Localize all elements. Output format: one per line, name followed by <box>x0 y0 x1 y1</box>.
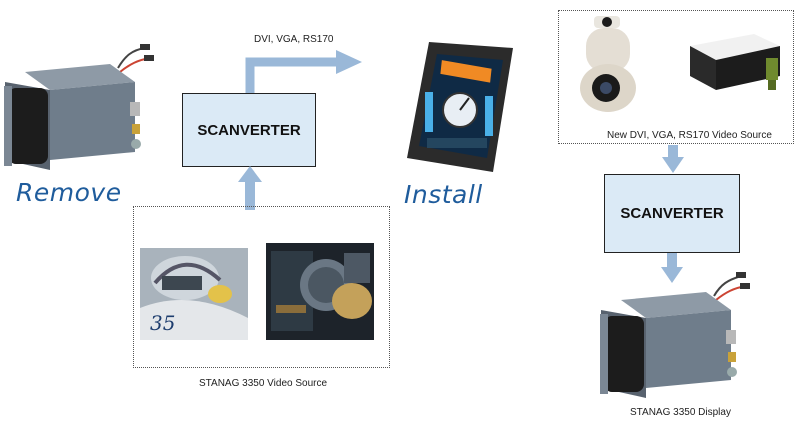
svg-text:35: 35 <box>150 311 175 335</box>
scanverter-to-display-arrow <box>661 253 683 283</box>
scanverter-box-left: SCANVERTER <box>182 93 316 167</box>
remove-label: Remove <box>16 178 122 207</box>
stanag-display-caption: STANAG 3350 Display <box>630 407 731 418</box>
stanag-source-group <box>133 206 390 368</box>
cockpit-equipment-photo <box>266 243 374 340</box>
input-arrow <box>238 166 262 210</box>
install-label: Install <box>404 180 483 209</box>
new-source-to-scanverter-arrow <box>662 145 684 173</box>
new-source-caption: New DVI, VGA, RS170 Video Source <box>607 130 772 141</box>
video-encoder-box-photo <box>690 34 780 90</box>
new-display-tablet-image <box>407 42 513 172</box>
outputs-caption: DVI, VGA, RS170 <box>254 34 334 45</box>
gimbal-camera-photo <box>580 16 636 112</box>
scanverter-box-right: SCANVERTER <box>604 174 740 253</box>
stanag-display-old-image <box>4 44 154 170</box>
new-source-group <box>558 10 794 144</box>
stanag-display-image <box>600 272 750 398</box>
aircraft-cockpit-photo: 35 <box>140 248 248 340</box>
output-arrow <box>245 50 362 98</box>
stanag-source-caption: STANAG 3350 Video Source <box>199 378 328 389</box>
